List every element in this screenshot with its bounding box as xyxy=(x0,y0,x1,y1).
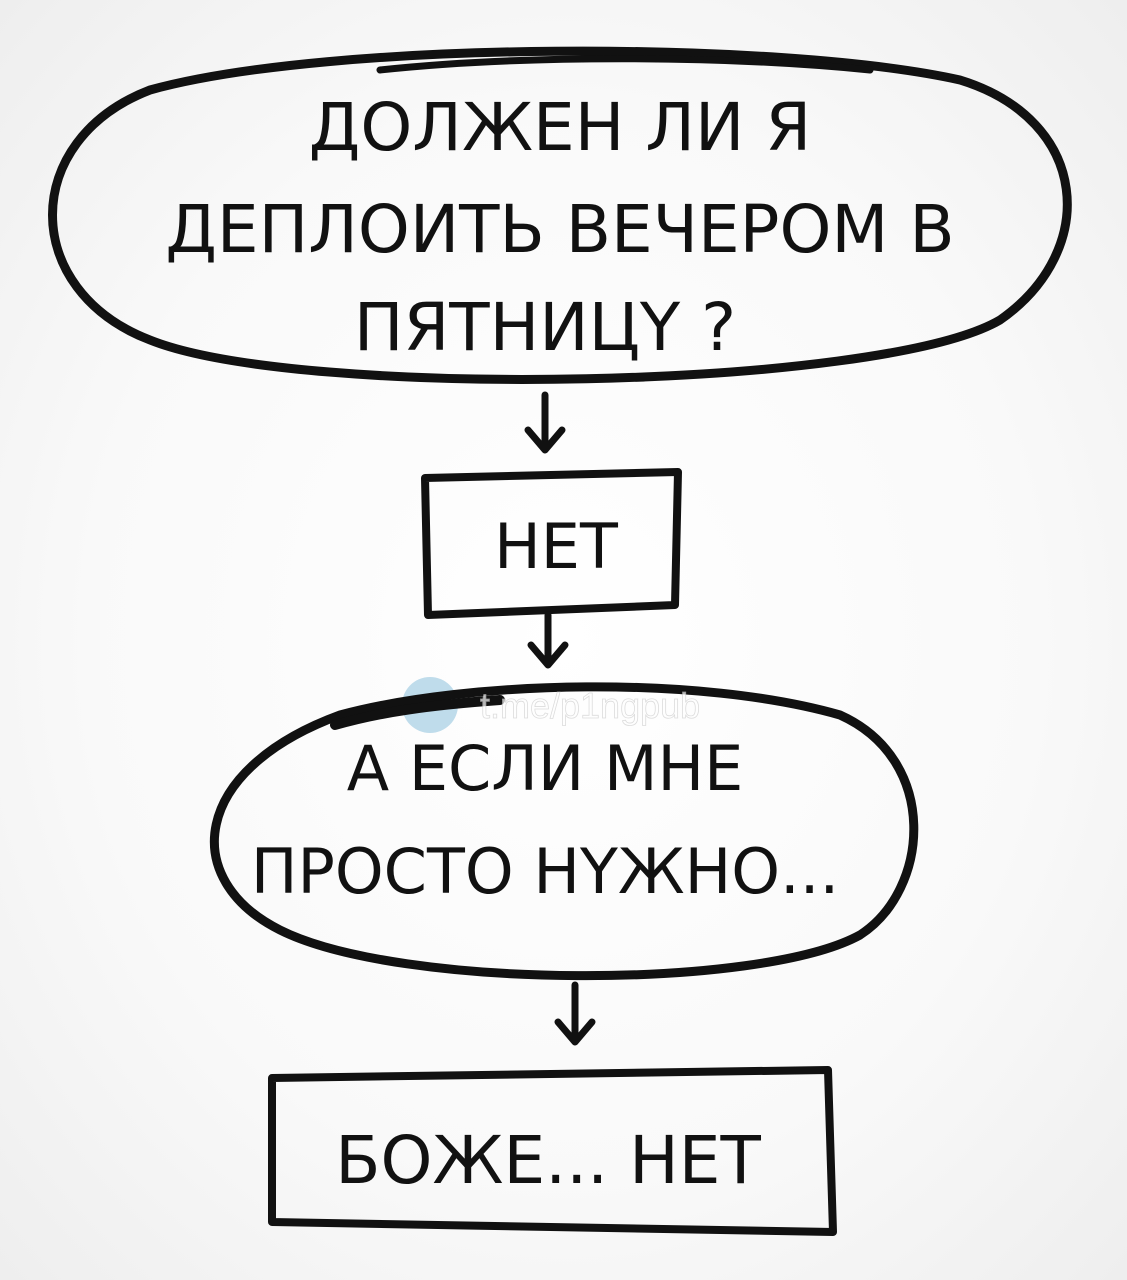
arrow-down-icon xyxy=(524,391,566,454)
arrow-down-icon xyxy=(527,611,569,669)
answer1-box xyxy=(421,468,682,619)
arrow-down-icon xyxy=(554,981,596,1046)
followup-line-2: ПРОСТО НYЖНО... xyxy=(251,835,839,908)
followup-line-1: А ЕСЛИ МНЕ xyxy=(347,732,744,805)
answer1-label: НЕТ xyxy=(494,510,619,583)
question-line-1: ДОЛЖЕН ЛИ Я xyxy=(309,89,811,166)
followup-ellipse xyxy=(210,682,919,981)
answer2-label: БОЖЕ... НЕТ xyxy=(335,1122,761,1199)
question-line-2: ДЕПЛОИТЬ ВЕЧЕРОМ В xyxy=(165,191,954,268)
question-ellipse xyxy=(48,46,1072,384)
answer2-box xyxy=(268,1066,837,1236)
question-line-3: ПЯТНИЦY ? xyxy=(354,289,736,366)
watermark-text: t.me/p1ngpub xyxy=(480,685,700,726)
